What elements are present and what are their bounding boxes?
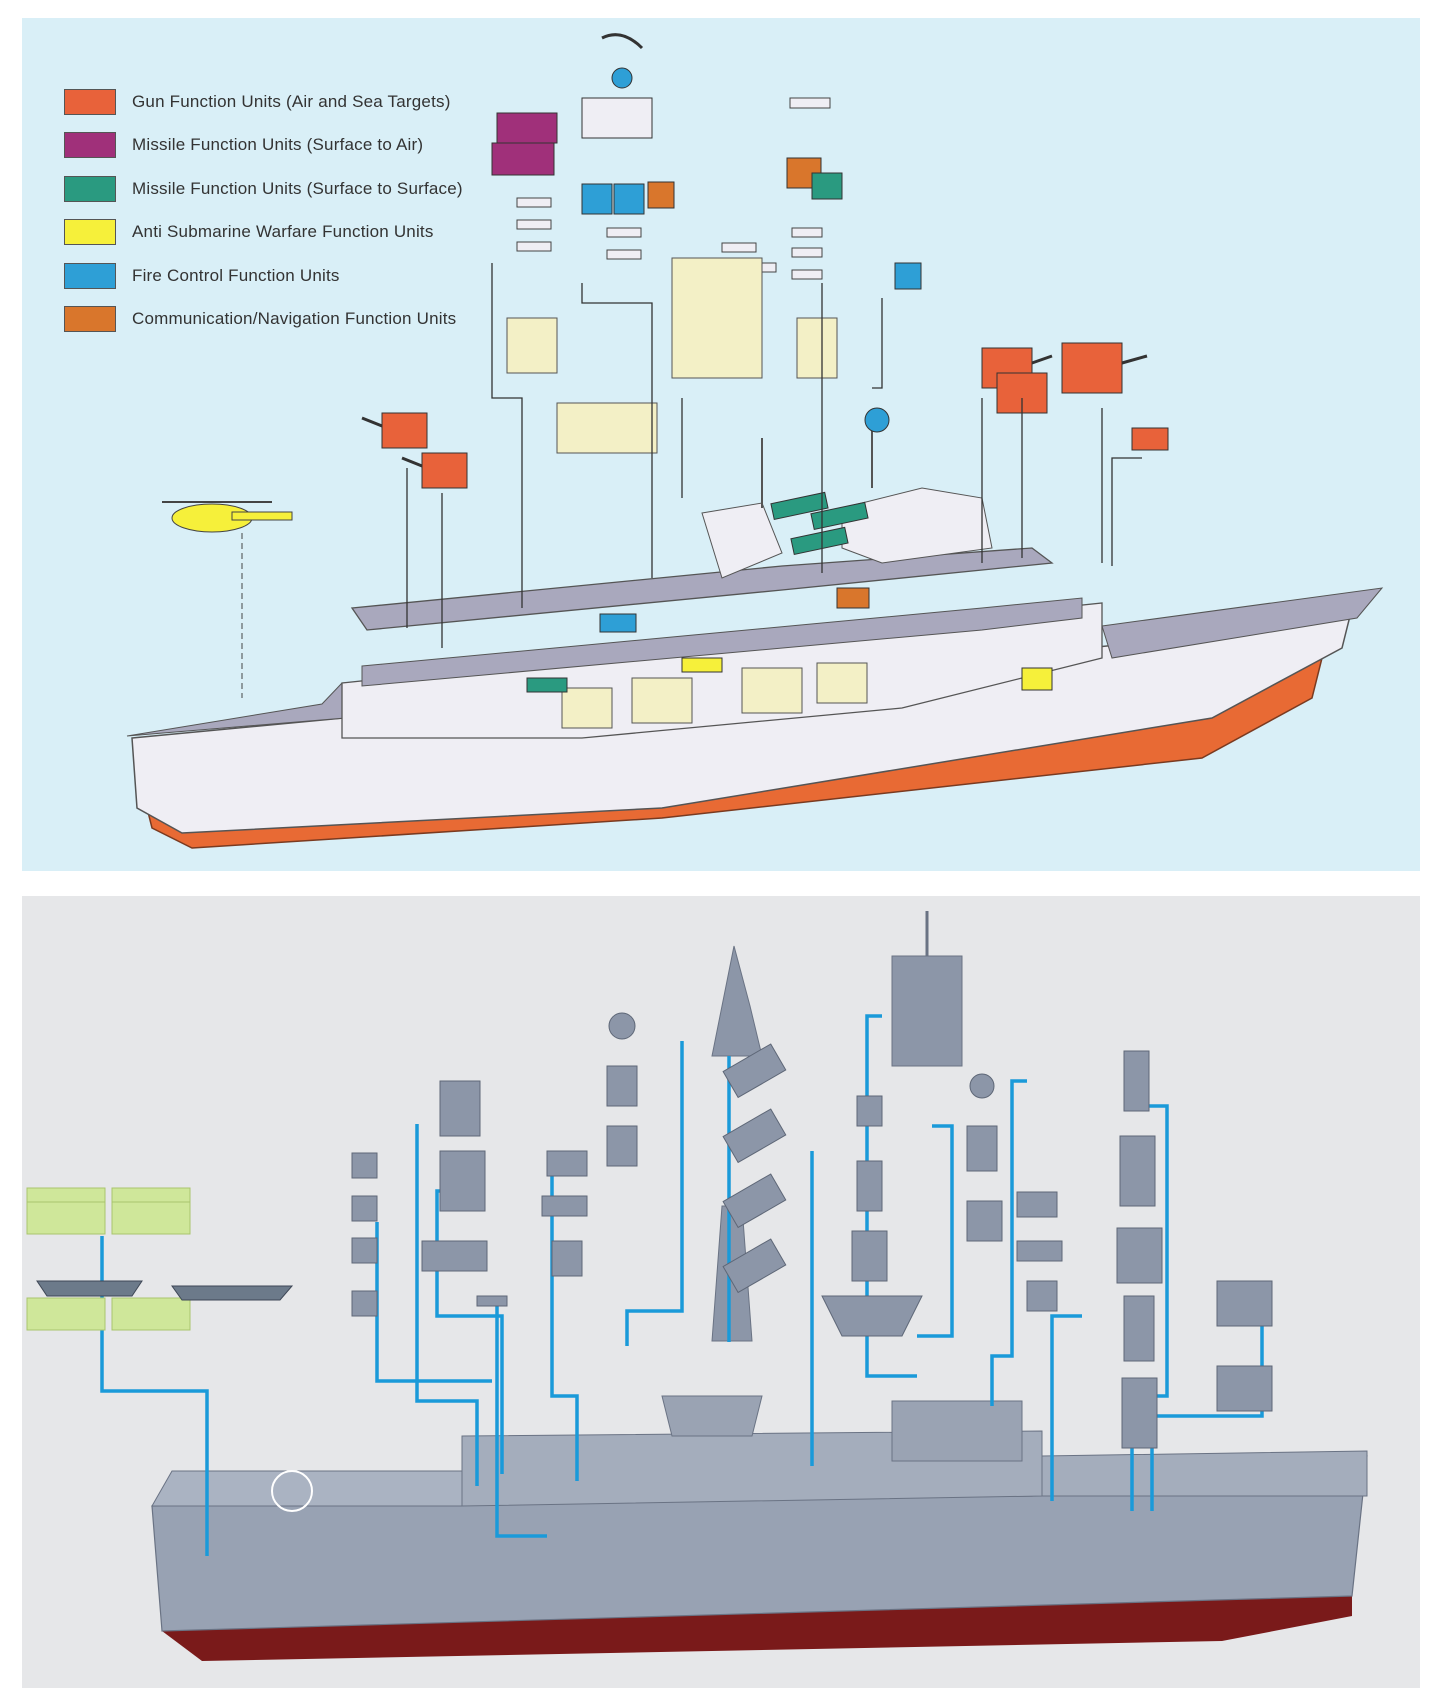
legend-swatch-fire-control bbox=[64, 262, 116, 289]
legend-swatch-asw bbox=[64, 219, 116, 246]
sam-launcher bbox=[491, 142, 555, 176]
function-unit-legend: Gun Function Units (Air and Sea Targets)… bbox=[64, 80, 463, 341]
gun-turret-aft-1 bbox=[361, 412, 428, 449]
legend-label: Fire Control Function Units bbox=[132, 265, 340, 285]
sam-launcher bbox=[496, 112, 558, 144]
hull-underwater bbox=[162, 1596, 1352, 1661]
compartment bbox=[631, 677, 693, 724]
upper-deck-plate bbox=[350, 547, 1054, 631]
modular-ship-drawing bbox=[26, 911, 1368, 1661]
weapon-modules bbox=[351, 1012, 1273, 1449]
ssm-unit bbox=[526, 677, 568, 693]
fire-control-unit bbox=[894, 262, 922, 290]
legend-item: Missile Function Units (Surface to Air) bbox=[64, 124, 463, 168]
helicopter bbox=[162, 501, 293, 533]
fire-control-unit bbox=[613, 183, 645, 215]
exploded-ship-drawing bbox=[126, 33, 1384, 849]
legend-item: Gun Function Units (Air and Sea Targets) bbox=[64, 80, 463, 124]
module-cards bbox=[516, 97, 831, 280]
rhib-boats bbox=[36, 1280, 294, 1301]
legend-item: Communication/Navigation Function Units bbox=[64, 298, 463, 342]
compartment bbox=[741, 667, 803, 714]
ssm-launcher bbox=[790, 526, 849, 556]
asw-unit bbox=[681, 657, 723, 673]
forward-deck bbox=[1041, 1450, 1368, 1497]
exploded-frigate-diagram: Gun Function Units (Air and Sea Targets)… bbox=[22, 18, 1420, 871]
fire-control-radome bbox=[864, 407, 890, 433]
leader-lines bbox=[406, 263, 1142, 648]
gun-turret-main bbox=[1061, 342, 1148, 394]
legend-label: Missile Function Units (Surface to Air) bbox=[132, 135, 424, 155]
helipad-marking bbox=[271, 1470, 313, 1512]
forecastle-deck bbox=[1101, 587, 1384, 659]
legend-label: Anti Submarine Warfare Function Units bbox=[132, 222, 434, 242]
compartment bbox=[816, 662, 868, 704]
comm-nav-unit bbox=[647, 181, 675, 209]
legend-item: Fire Control Function Units bbox=[64, 254, 463, 298]
stealth-mast bbox=[661, 1395, 763, 1437]
ssm-launcher bbox=[810, 501, 869, 531]
stealth-mast-module bbox=[711, 945, 763, 1057]
compartment bbox=[561, 687, 613, 729]
modular-corvette-diagram bbox=[22, 896, 1420, 1688]
comm-nav-unit bbox=[836, 587, 870, 609]
legend-label: Communication/Navigation Function Units bbox=[132, 309, 457, 329]
legend-swatch-sam bbox=[64, 132, 116, 159]
mission-containers bbox=[26, 1187, 191, 1331]
fire-control-unit bbox=[581, 183, 613, 215]
legend-swatch-comm-nav bbox=[64, 306, 116, 333]
radar-antenna bbox=[581, 33, 653, 139]
bridge-tower bbox=[841, 487, 993, 564]
bridge-block bbox=[891, 1400, 1023, 1462]
ssm-launcher bbox=[770, 491, 829, 521]
asw-unit bbox=[1021, 667, 1053, 691]
fire-control-unit bbox=[599, 613, 637, 633]
flight-deck bbox=[151, 1470, 463, 1507]
legend-label: Gun Function Units (Air and Sea Targets) bbox=[132, 91, 451, 111]
legend-swatch-ssm bbox=[64, 175, 116, 202]
superstructure-top bbox=[361, 597, 1083, 687]
gun-turret-aft-2 bbox=[401, 452, 468, 489]
machinery-modules bbox=[506, 257, 838, 454]
legend-item: Missile Function Units (Surface to Surfa… bbox=[64, 167, 463, 211]
legend-item: Anti Submarine Warfare Function Units bbox=[64, 211, 463, 255]
ssm-unit bbox=[811, 172, 843, 200]
legend-label: Missile Function Units (Surface to Surfa… bbox=[132, 178, 463, 198]
gun-turret-small bbox=[1131, 427, 1169, 451]
funnel bbox=[701, 502, 783, 579]
mast-top-module bbox=[891, 911, 963, 1067]
legend-swatch-gun bbox=[64, 88, 116, 115]
